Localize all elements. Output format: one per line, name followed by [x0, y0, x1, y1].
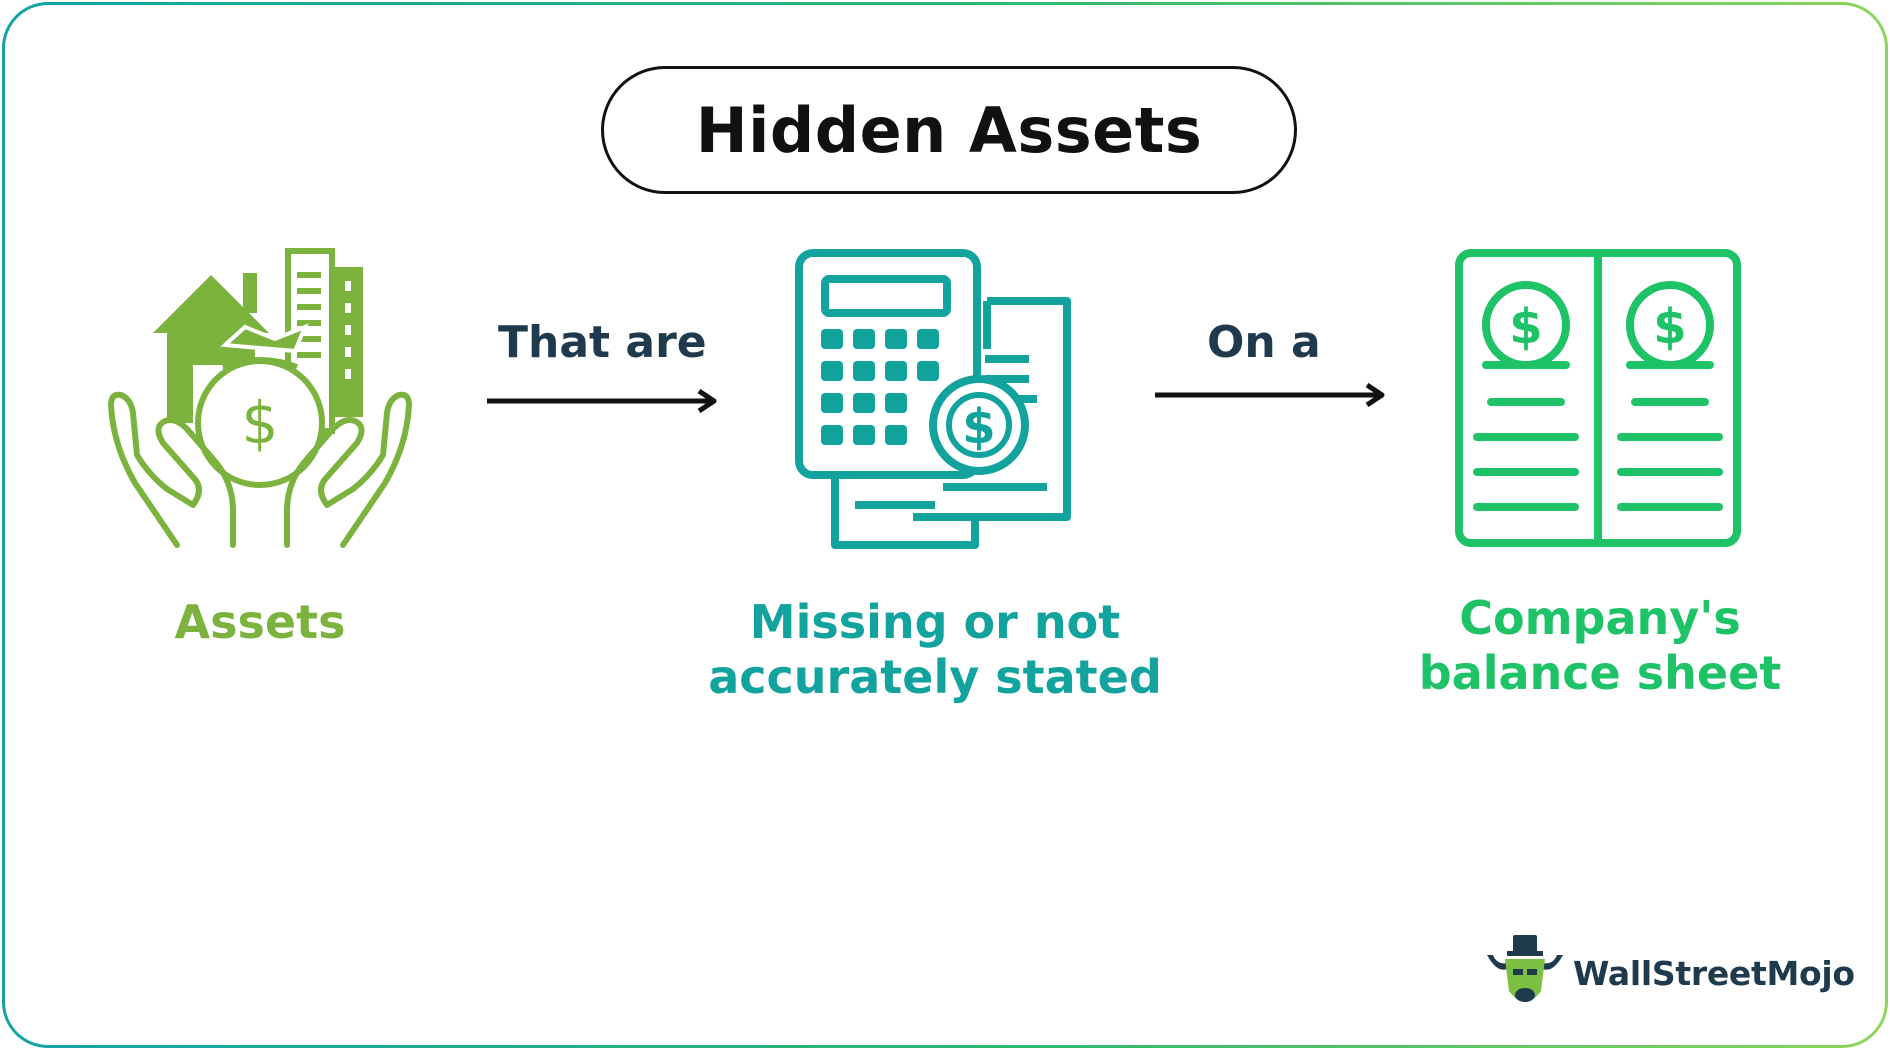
- diagram-canvas: Hidden Assets: [5, 5, 1885, 1045]
- step-label-balance-sheet: Company's balance sheet: [1385, 591, 1815, 701]
- calculator-document-dollar-icon: $: [795, 249, 1075, 549]
- brand-logo: WallStreetMojo: [1483, 933, 1863, 1013]
- step-label-line1: Company's: [1459, 591, 1741, 645]
- connector-label-that-are: That are: [498, 317, 707, 368]
- step-label-assets: Assets: [135, 595, 385, 650]
- step-label-line1: Missing or not: [749, 595, 1121, 649]
- page-title: Hidden Assets: [695, 93, 1203, 167]
- title-pill: Hidden Assets: [601, 66, 1297, 194]
- svg-text:$: $: [1509, 299, 1542, 355]
- balance-sheet-book-icon: $ $: [1453, 247, 1743, 549]
- brand-name: WallStreetMojo: [1573, 953, 1855, 993]
- arrow-right-icon: [487, 389, 717, 413]
- connector-label-on-a: On a: [1207, 317, 1321, 368]
- bull-mascot-icon: [1487, 935, 1563, 1002]
- step-label-text: Assets: [174, 595, 346, 649]
- step-label-line2: accurately stated: [708, 650, 1162, 705]
- arrow-right-icon: [1155, 383, 1385, 407]
- svg-text:$: $: [1653, 299, 1686, 355]
- svg-text:$: $: [962, 399, 995, 455]
- hands-holding-money-bag-house-icon: $: [105, 245, 415, 555]
- svg-text:$: $: [242, 389, 279, 457]
- step-label-missing: Missing or not accurately stated: [685, 595, 1185, 705]
- step-label-line2: balance sheet: [1418, 646, 1782, 701]
